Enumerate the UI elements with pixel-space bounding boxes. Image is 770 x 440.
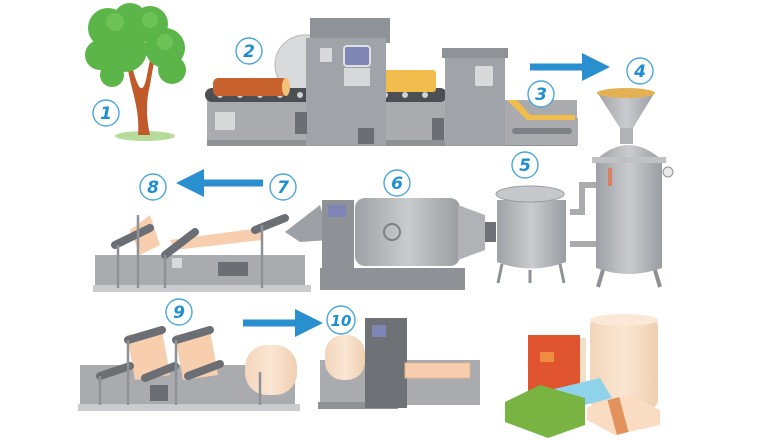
svg-text:5: 5	[519, 156, 531, 176]
tree-illustration	[85, 3, 186, 141]
paper-forming-machine	[93, 214, 311, 292]
pulp-vat	[495, 185, 566, 284]
step-label-7: 7	[269, 173, 297, 201]
svg-text:7: 7	[277, 178, 289, 198]
digester-tank	[570, 88, 674, 288]
svg-text:9: 9	[173, 303, 185, 323]
paper-cutting-machine	[318, 318, 480, 409]
step-label-4: 4	[626, 57, 654, 85]
svg-text:4: 4	[633, 62, 646, 82]
svg-text:1: 1	[100, 104, 112, 124]
refiner-machine	[285, 198, 496, 290]
step-label-1: 1	[92, 99, 120, 127]
log-cutting-machine	[205, 18, 578, 146]
step-label-3: 3	[527, 80, 555, 108]
svg-text:8: 8	[147, 178, 159, 198]
step-label-10: 10	[326, 305, 356, 335]
svg-text:10: 10	[331, 312, 352, 330]
svg-text:3: 3	[535, 85, 547, 105]
svg-text:6: 6	[391, 174, 403, 194]
step-label-5: 5	[511, 151, 539, 179]
step-label-8: 8	[139, 173, 167, 201]
step-label-9: 9	[165, 298, 193, 326]
step-label-6: 6	[383, 169, 411, 197]
svg-text:2: 2	[243, 42, 255, 62]
step-label-2: 2	[235, 37, 263, 65]
rolling-machine	[78, 326, 300, 411]
paper-products	[505, 314, 660, 438]
